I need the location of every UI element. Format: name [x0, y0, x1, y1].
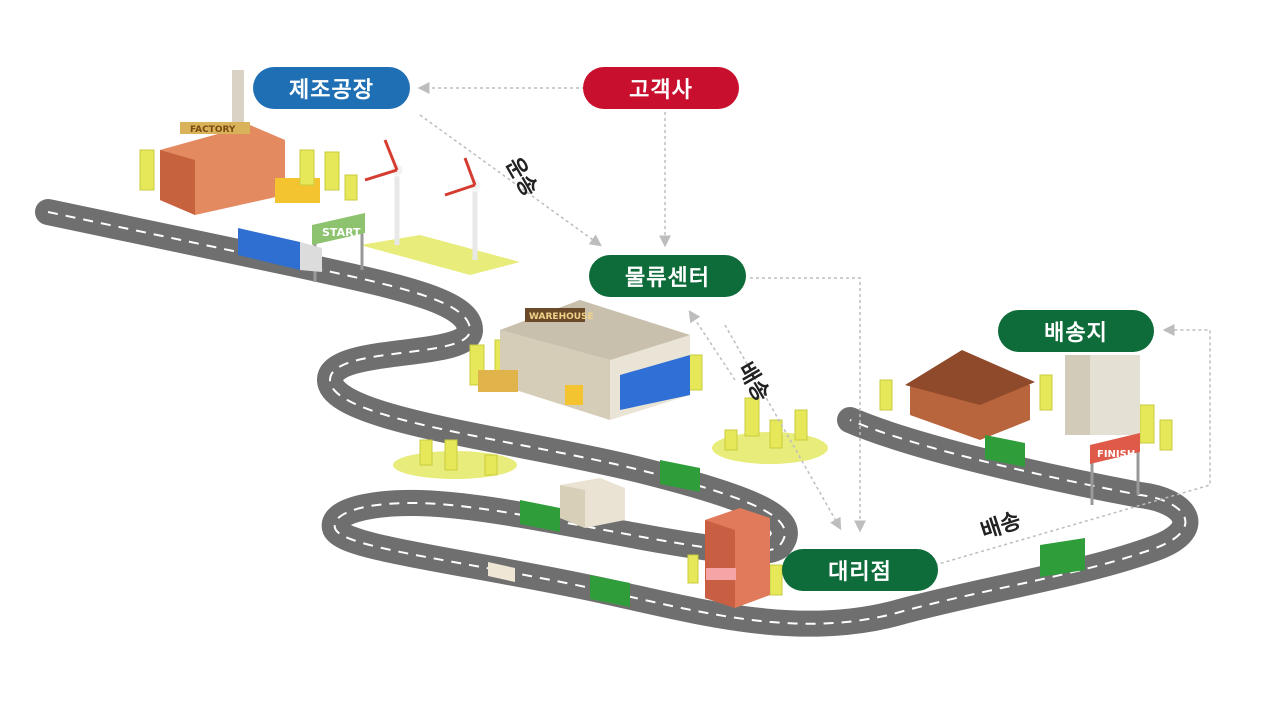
start-sign: START — [312, 213, 365, 282]
green-vans — [520, 435, 1085, 607]
warehouse-sign: WAREHOUSE — [529, 312, 594, 322]
finish-sign: FINISH — [1090, 433, 1140, 505]
white-car — [488, 562, 515, 582]
start-label: START — [322, 226, 361, 239]
node-logistics-center: 물류센터 — [589, 255, 746, 297]
wind-turbines — [364, 139, 482, 260]
node-dealer: 대리점 — [782, 549, 938, 591]
warehouse-building: WAREHOUSE — [478, 300, 690, 420]
shop-building — [560, 478, 625, 528]
finish-label: FINISH — [1097, 449, 1135, 460]
factory-sign: FACTORY — [190, 125, 236, 135]
flow-arrows — [417, 82, 1211, 566]
node-customer: 고객사 — [583, 67, 739, 109]
road — [35, 199, 1199, 637]
blue-truck — [238, 228, 322, 272]
node-destination: 배송지 — [998, 310, 1154, 352]
factory-building: FACTORY — [160, 70, 320, 215]
node-factory: 제조공장 — [253, 67, 410, 109]
house-building — [905, 350, 1140, 440]
dealer-building — [705, 508, 770, 608]
trees — [139, 149, 1173, 596]
